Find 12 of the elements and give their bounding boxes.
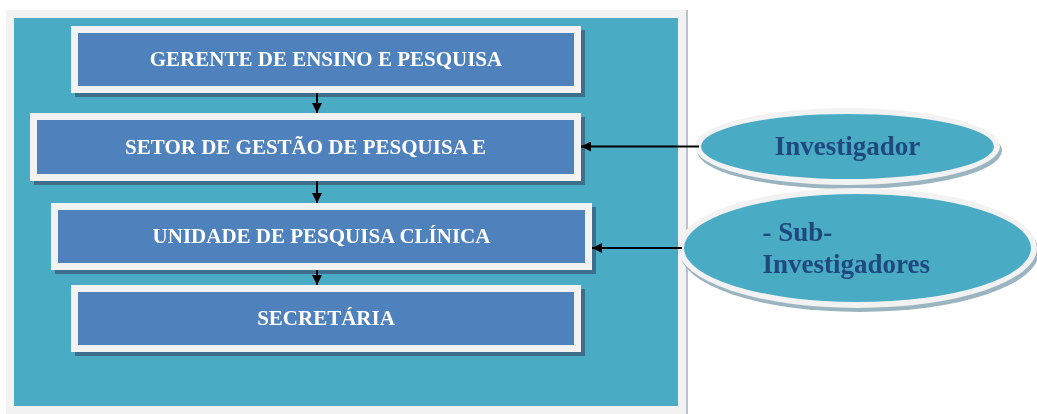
background-panel (6, 10, 686, 414)
arrow (591, 243, 683, 253)
arrow (312, 269, 322, 286)
arrow (580, 141, 700, 152)
unit-label: GERENTE DE ENSINO E PESQUISA (149, 47, 503, 72)
role-label: Investigador (774, 130, 921, 163)
unit-label: UNIDADE DE PESQUISA CLÍNICA (152, 224, 491, 249)
arrow (312, 180, 322, 204)
role-label: - Sub- Investigadores (762, 215, 931, 281)
arrow (312, 92, 322, 114)
unit-label: SETOR DE GESTÃO DE PESQUISA E (125, 134, 486, 160)
unit-label: SECRETÁRIA (257, 306, 395, 331)
